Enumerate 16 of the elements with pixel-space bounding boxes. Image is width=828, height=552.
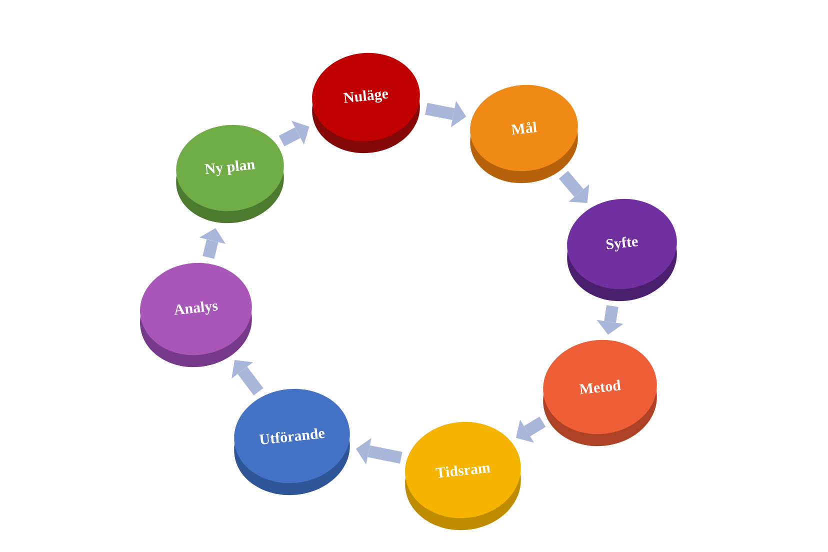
step-disc: Analys — [140, 262, 252, 368]
step-disc: Mål — [470, 84, 578, 184]
block-arrow — [516, 416, 546, 443]
block-arrow — [199, 228, 226, 259]
step-disc: Nuläge — [312, 52, 420, 154]
block-arrow — [278, 120, 310, 146]
block-arrow — [356, 438, 402, 464]
step-disc: Metod — [543, 340, 657, 446]
step-disc: Syfte — [567, 198, 677, 302]
block-arrow — [425, 100, 466, 128]
block-arrow — [232, 360, 264, 396]
step-disc: Tidsram — [405, 422, 521, 530]
block-arrow — [596, 305, 624, 335]
step-disc: Ny plan — [176, 124, 284, 224]
block-arrow — [558, 170, 590, 203]
step-disc: Utförande — [234, 388, 350, 496]
